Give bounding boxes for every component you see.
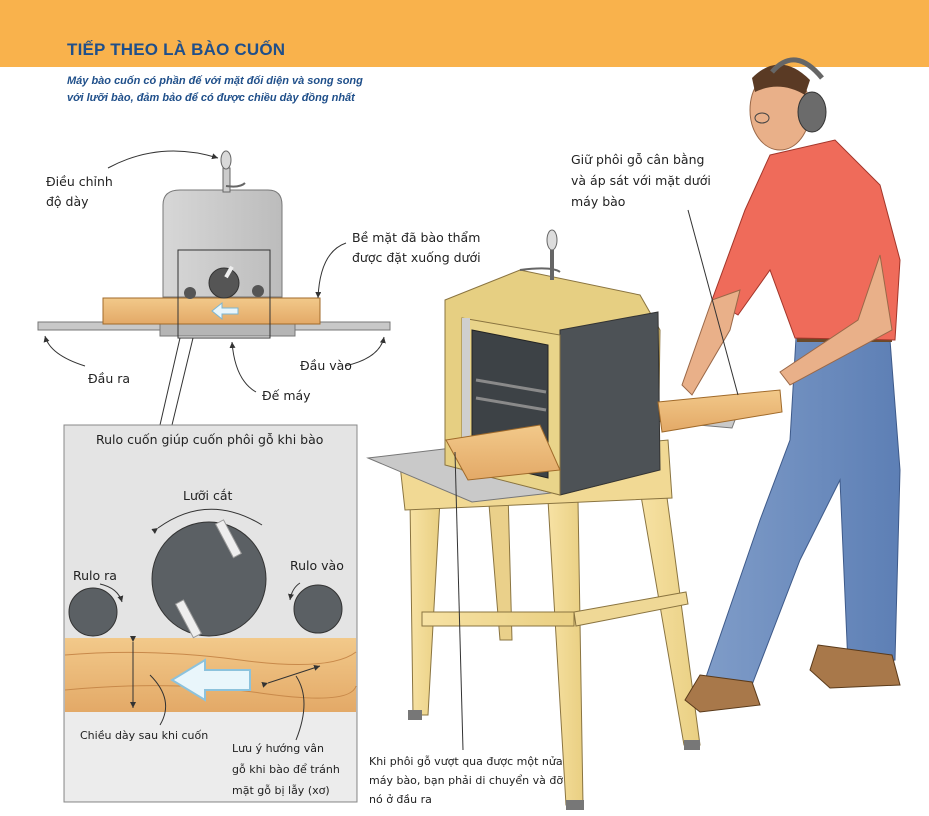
label-in-roller: Rulo vào xyxy=(290,558,344,573)
label-grain-line1: Lưu ý hướng vân xyxy=(232,742,324,755)
cutter-blade-2 xyxy=(174,599,203,639)
scene-board-held xyxy=(657,389,783,433)
label-support-line1: Khi phôi gỗ vượt qua được một nửa xyxy=(369,755,563,768)
crank-handle xyxy=(220,150,232,170)
worker-arm-front xyxy=(681,289,741,396)
page-title: TIẾP THEO LÀ BÀO CUỐN xyxy=(67,40,286,59)
label-outfeed: Đầu ra xyxy=(88,371,131,386)
scene-board-in xyxy=(445,424,561,481)
label-adjust-line2: độ dày xyxy=(46,194,89,209)
label-grain-note: Lưu ý hướng vân gỗ khi bào để tránh mặt … xyxy=(232,738,340,801)
top-cutter-head xyxy=(208,267,240,299)
cutter-blade-1 xyxy=(214,519,243,559)
planer-housing-side xyxy=(559,311,661,496)
worker-jeans xyxy=(704,337,901,691)
worker xyxy=(681,57,901,713)
label-planed-surface: Bề mặt đã bào thẩm được đặt xuống dưới xyxy=(352,228,481,268)
zoom-frame xyxy=(177,249,271,339)
label-cutter: Lưỡi cắt xyxy=(183,488,233,503)
ear-protector-icon xyxy=(797,91,827,133)
header-bar xyxy=(0,0,929,67)
label-adjust-line1: Điều chỉnh xyxy=(46,174,113,189)
infeed-roller xyxy=(293,584,343,634)
label-hold-line2: và áp sát với mặt dưới xyxy=(571,173,711,188)
crank-post xyxy=(222,167,231,193)
top-out-roller xyxy=(184,287,196,299)
subtitle-line-1: Máy bào cuốn có phần đế với mặt đối diện… xyxy=(67,75,363,87)
stand-leg-front-left xyxy=(409,499,441,716)
subtitle-line-2: với lưỡi bào, đảm bảo để có được chiều d… xyxy=(67,92,355,104)
page-subtitle: Máy bào cuốn có phần đế với mặt đối diện… xyxy=(67,73,397,107)
planer-stand-scene xyxy=(366,229,783,810)
inset-diagram xyxy=(63,424,358,803)
cutter-head xyxy=(151,521,267,637)
stand-leg-back-right xyxy=(639,489,701,746)
label-hold-line3: máy bào xyxy=(571,194,626,209)
label-grain-line3: mặt gỗ bị lẫy (xơ) xyxy=(232,784,330,797)
worker-shoe-left xyxy=(684,674,761,713)
label-support-outfeed: Khi phôi gỗ vượt qua được một nửa máy bà… xyxy=(369,752,563,809)
label-grain-line2: gỗ khi bào để tránh xyxy=(232,763,340,776)
label-out-roller: Rulo ra xyxy=(73,568,117,583)
top-feed-arrow xyxy=(211,301,239,321)
worker-arm-back xyxy=(779,254,893,386)
label-support-line2: máy bào, bạn phải di chuyển và đỡ xyxy=(369,774,564,787)
label-support-line3: nó ở đầu ra xyxy=(369,793,432,806)
label-adjust-thickness: Điều chỉnh độ dày xyxy=(46,172,113,212)
label-infeed: Đầu vào xyxy=(300,358,352,373)
worker-shoe-right xyxy=(809,644,901,689)
label-surface-line1: Bề mặt đã bào thẩm xyxy=(352,230,481,245)
stand-brace-front xyxy=(421,611,575,627)
stand-crank-handle xyxy=(546,229,558,251)
label-hold-line1: Giữ phôi gỗ cân bằng xyxy=(571,152,705,167)
label-surface-line2: được đặt xuống dưới xyxy=(352,250,481,265)
worker-shirt xyxy=(711,139,901,341)
top-planer-diagram xyxy=(37,150,391,426)
label-hold-board: Giữ phôi gỗ cân bằng và áp sát với mặt d… xyxy=(571,149,711,212)
label-base: Đế máy xyxy=(262,388,311,403)
outfeed-roller xyxy=(68,587,118,637)
inset-feed-arrow xyxy=(170,658,251,702)
inset-title: Rulo cuốn giúp cuốn phôi gỗ khi bào xyxy=(96,432,324,447)
top-in-roller xyxy=(252,285,264,297)
planer-body xyxy=(162,189,283,298)
stand-brace-side xyxy=(573,591,689,627)
inset-lower-bg xyxy=(65,712,356,801)
label-thickness: Chiều dày sau khi cuốn xyxy=(80,729,209,742)
